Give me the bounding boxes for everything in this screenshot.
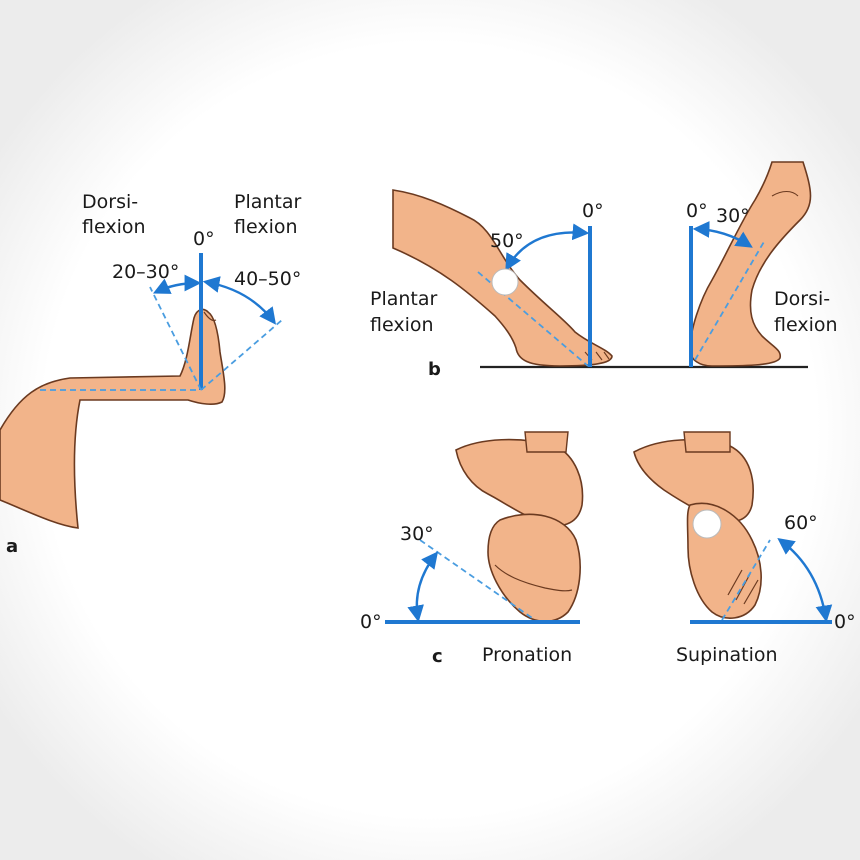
plantar-arc-arrow (202, 276, 277, 325)
malleolus-marker-c (692, 509, 722, 539)
plantar-limit-dashed (200, 319, 283, 391)
dorsi-arc-arrow (152, 274, 202, 294)
dorsiflexion-label-b-line1: Dorsi- (774, 288, 830, 310)
plantarflexion-label-b-line2: flexion (370, 314, 434, 336)
dorsi-angle-label-b: 30° (716, 205, 750, 227)
dorsiflexion-label-line1: Dorsi- (82, 191, 138, 213)
plantar-range-label: 40–50° (234, 268, 301, 290)
panel-c: 30° 0° Pronation c 60° 0° Supination (360, 431, 856, 667)
zero-label-b-right: 0° (686, 200, 708, 222)
plantar-angle-label-b: 50° (490, 230, 524, 252)
panel-c-letter: c (432, 646, 443, 667)
pronation-zero-label: 0° (360, 611, 382, 633)
leg-a-illustration (0, 308, 226, 529)
plantarflexion-label-line2: flexion (234, 216, 298, 238)
pronation-angle-label: 30° (400, 523, 434, 545)
supination-toes (727, 569, 759, 605)
dorsi-limit-dashed (149, 286, 202, 391)
pronation-label: Pronation (482, 644, 572, 666)
supination-arm-illustration (683, 431, 731, 453)
zero-label-a: 0° (193, 228, 215, 250)
zero-label-b-left: 0° (582, 200, 604, 222)
dorsiflexion-label-b-line2: flexion (774, 314, 838, 336)
panel-b: 50° 0° Plantar flexion b 0° 30° Dorsi- f… (370, 161, 838, 380)
pronation-dashed (419, 539, 536, 621)
dorsiflexion-label-line2: flexion (82, 216, 146, 238)
pronation-arm-illustration (524, 431, 569, 453)
malleolus-marker-b (491, 268, 519, 296)
plantarflexion-label-b-line1: Plantar (370, 288, 438, 310)
supination-label: Supination (676, 644, 778, 666)
plantarflexion-label-line1: Plantar (234, 191, 302, 213)
supination-angle-label: 60° (784, 512, 818, 534)
supination-zero-label: 0° (834, 611, 856, 633)
dorsi-range-label: 20–30° (112, 261, 179, 283)
plantar-b-arc-arrow (505, 223, 590, 271)
panel-a-letter: a (6, 536, 18, 557)
supination-arc-arrow (777, 538, 833, 623)
knee-b-detail (771, 190, 799, 197)
dorsi-b-dashed (694, 239, 766, 361)
supination-dashed (721, 539, 771, 621)
panel-a: Dorsi- flexion Plantar flexion 0° 20–30°… (0, 191, 302, 557)
pronation-toes (494, 564, 573, 592)
panel-b-letter: b (428, 359, 441, 380)
pronation-arc-arrow (407, 551, 439, 623)
dorsi-b-arc-arrow (692, 221, 753, 248)
